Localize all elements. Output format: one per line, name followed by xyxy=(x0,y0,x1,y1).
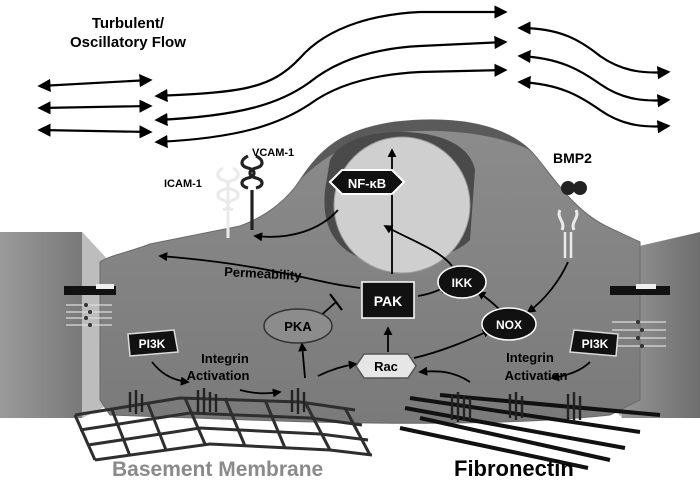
pi3k-left-node: PI3K xyxy=(127,329,179,357)
pak-node: PAK xyxy=(361,281,415,319)
arrow-pi3k-right-to-integrin xyxy=(550,361,591,382)
basement-membrane-mesh xyxy=(73,396,373,462)
flow-arrow-left-3 xyxy=(37,123,153,139)
pak-label: PAK xyxy=(374,293,403,309)
pi3k-right-node: PI3K xyxy=(569,329,619,357)
flow-title-line1: Turbulent/ xyxy=(91,15,165,32)
icam-1-label: ICAM-1 xyxy=(164,178,202,190)
vcam-1-receptor xyxy=(240,154,264,230)
nox-node: NOX xyxy=(481,307,537,341)
fibronectin-fibers xyxy=(399,393,661,470)
arrow-pi3k-left-to-integrin xyxy=(151,361,190,386)
rac-node: Rac xyxy=(355,353,417,379)
basement-membrane-label: Basement Membrane xyxy=(112,458,324,481)
fibronectin-integrins xyxy=(450,392,582,422)
vcam-1-label: VCAM-1 xyxy=(252,147,295,159)
arrow-nfkb-to-vcam xyxy=(253,209,339,242)
integrin-left-label-1: Integrin xyxy=(201,351,249,366)
arrow-integrin-to-pka xyxy=(298,342,308,379)
bmp2-receptor xyxy=(557,181,587,258)
right-junctions xyxy=(610,284,670,348)
left-junctions xyxy=(64,284,116,327)
flow-arrow-left-2 xyxy=(37,99,153,115)
arrow-bmp2-to-nox xyxy=(526,261,569,314)
flow-arrow-right-1 xyxy=(517,21,671,80)
flow-arrow-right-2 xyxy=(517,49,671,108)
arrow-fibronectin-to-rac xyxy=(418,366,471,383)
pka-node: PKA xyxy=(263,308,333,344)
ikk-label: IKK xyxy=(452,276,473,290)
permeability-label: Permeability xyxy=(224,264,303,283)
nox-label: NOX xyxy=(496,318,522,332)
pi3k-right-label: PI3K xyxy=(582,337,609,351)
fibronectin-label: Fibronectin xyxy=(454,456,574,481)
flow-title: Turbulent/ Oscillatory Flow xyxy=(70,14,186,52)
flow-title-line2: Oscillatory Flow xyxy=(70,34,186,51)
flow-arrows xyxy=(37,5,671,149)
flow-arrow-mid-3 xyxy=(154,63,508,149)
flow-arrow-left-1 xyxy=(37,73,153,93)
flow-arrow-mid-1 xyxy=(154,5,508,103)
arrow-rac-to-nox xyxy=(413,329,492,359)
arrow-integrin-to-rac xyxy=(317,360,358,377)
arrow-pak-to-permeability xyxy=(158,252,361,289)
integrin-left-label-2: Activation xyxy=(187,368,250,383)
ikk-node: IKK xyxy=(437,265,487,299)
nfkb-node: NF-κB xyxy=(328,169,406,195)
arrow-integrin-left-to-membrane xyxy=(239,388,282,398)
endothelial-cell xyxy=(99,119,641,424)
pka-label: PKA xyxy=(284,319,312,334)
bmp2-label: BMP2 xyxy=(553,150,592,166)
basement-membrane-integrins xyxy=(128,388,306,414)
integrin-right-label-1: Integrin xyxy=(506,350,554,365)
flow-arrow-right-3 xyxy=(517,75,671,134)
nfkb-label: NF-κB xyxy=(348,176,386,191)
inhibit-bar xyxy=(329,293,343,311)
flow-arrow-mid-2 xyxy=(154,35,508,127)
arrow-ikk-to-nfkb xyxy=(383,225,453,267)
rac-label: Rac xyxy=(374,359,398,374)
pi3k-left-label: PI3K xyxy=(139,337,166,351)
icam-1-receptor xyxy=(216,166,240,238)
integrin-right-label-2: Activation xyxy=(505,368,568,383)
